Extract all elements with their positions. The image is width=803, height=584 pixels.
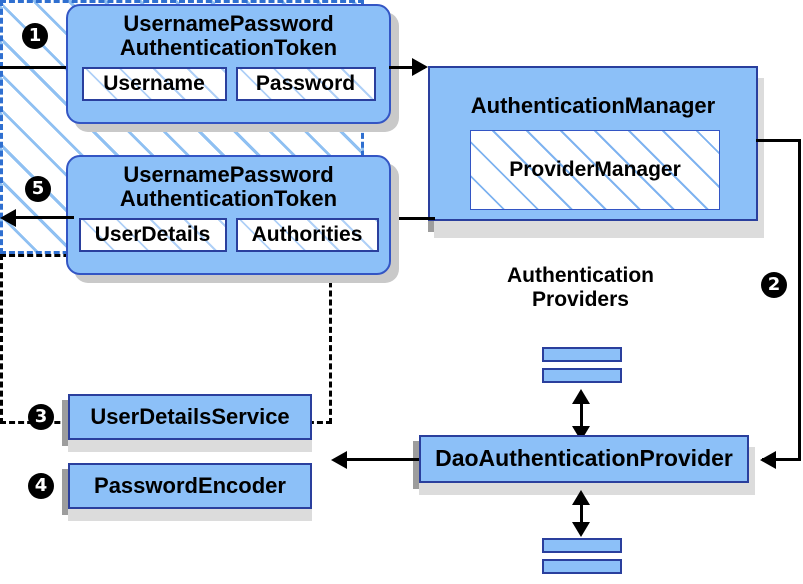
provider-link-arrow-up-top bbox=[572, 389, 590, 404]
request-token-field-password: Password bbox=[235, 67, 376, 102]
response-token-field-authorities: Authorities bbox=[235, 218, 379, 253]
response-token-field-userdetails: UserDetails bbox=[78, 218, 227, 253]
other-provider-bar-2 bbox=[542, 368, 622, 383]
step-badge-2: 2 bbox=[761, 272, 787, 298]
step2-line-bottom bbox=[762, 458, 801, 461]
step2-line-top bbox=[756, 139, 801, 142]
response-token-card: UsernamePassword AuthenticationToken Use… bbox=[66, 155, 391, 275]
provider-link-line-bottom bbox=[580, 496, 583, 530]
passwordencoder-box: PasswordEncoder bbox=[68, 463, 312, 509]
step2-line-vertical bbox=[798, 139, 801, 461]
response-token-title: UsernamePassword AuthenticationToken bbox=[119, 162, 338, 212]
step5-arrowhead bbox=[0, 209, 16, 227]
request-token-field-username: Username bbox=[81, 67, 227, 102]
provider-to-collaborators-line bbox=[339, 458, 419, 461]
provider-link-arrow-down-bottom bbox=[572, 522, 590, 537]
step5-outgoing-line bbox=[16, 216, 74, 219]
request-token-fields: Username Password bbox=[81, 67, 376, 102]
manager-to-response-line bbox=[389, 217, 435, 220]
response-token-fields: UserDetails Authorities bbox=[78, 218, 379, 253]
step-badge-1: 1 bbox=[22, 23, 48, 49]
provider-manager-box: ProviderManager bbox=[470, 130, 720, 210]
provider-link-arrow-up-bottom bbox=[572, 490, 590, 505]
dao-provider-box: DaoAuthenticationProvider bbox=[419, 435, 749, 483]
other-provider-bar-3 bbox=[542, 538, 622, 553]
token-to-manager-arrowhead bbox=[412, 58, 428, 76]
userdetailsservice-label: UserDetailsService bbox=[90, 403, 290, 429]
step-badge-3: 3 bbox=[28, 404, 54, 430]
request-token-title: UsernamePassword AuthenticationToken bbox=[119, 11, 338, 61]
auth-manager-title: AuthenticationManager bbox=[470, 93, 716, 118]
dao-provider-label: DaoAuthenticationProvider bbox=[435, 445, 733, 472]
auth-manager-box: AuthenticationManager ProviderManager bbox=[428, 66, 758, 221]
step-badge-4: 4 bbox=[28, 473, 54, 499]
provider-to-collaborators-arrowhead bbox=[331, 451, 347, 469]
userdetailsservice-box: UserDetailsService bbox=[68, 394, 312, 440]
provider-link-line-top bbox=[580, 395, 583, 435]
step1-incoming-line bbox=[0, 66, 70, 69]
request-token-card: UsernamePassword AuthenticationToken Use… bbox=[66, 4, 391, 124]
step2-arrowhead bbox=[760, 451, 776, 469]
passwordencoder-label: PasswordEncoder bbox=[94, 472, 286, 498]
token-to-manager-line bbox=[389, 66, 425, 69]
providers-section-title: Authentication Providers bbox=[507, 264, 654, 311]
step-badge-5: 5 bbox=[25, 176, 51, 202]
other-provider-bar-4 bbox=[542, 559, 622, 574]
other-provider-bar-1 bbox=[542, 347, 622, 362]
provider-manager-label: ProviderManager bbox=[509, 158, 681, 182]
